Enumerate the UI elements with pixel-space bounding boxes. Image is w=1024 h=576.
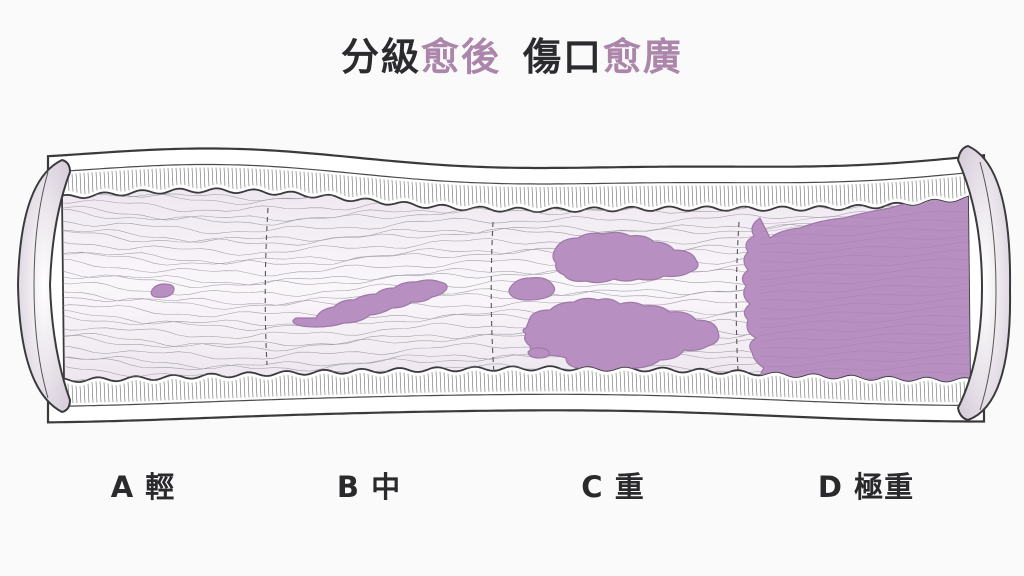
title-part-1: 分級: [340, 35, 421, 79]
stage-dividers: [264, 207, 740, 375]
stage-d-letter: D: [817, 470, 843, 504]
stage-label-a: A 輕: [111, 464, 176, 506]
lesion-stage-c-small: [508, 277, 556, 301]
lesion-stage-a: [150, 283, 175, 298]
stage-b-name: 中: [371, 470, 402, 504]
divider-a-b: [264, 207, 269, 366]
stage-a-name: 輕: [145, 470, 176, 504]
title-part-3: 傷口: [523, 35, 604, 79]
vessel-wall-layer-bottom: [57, 393, 971, 407]
stage-c-name: 重: [614, 470, 645, 504]
vessel-muscle-striations: [67, 167, 966, 404]
vessel-left-end: [16, 158, 72, 414]
stage-d-name: 極重: [854, 470, 915, 504]
title-part-4: 愈廣: [603, 35, 684, 79]
lesion-stage-b: [292, 279, 448, 328]
title-part-2: 愈後: [420, 35, 501, 79]
divider-c-d: [735, 221, 740, 371]
stage-a-letter: A: [110, 470, 135, 504]
lesion-stage-c-dot: [527, 347, 550, 359]
stage-label-d: D 極重: [818, 464, 914, 506]
vessel-wall-layer-top: [57, 163, 971, 185]
vessel-right-end: [956, 144, 1012, 422]
stage-c-letter: C: [581, 470, 604, 504]
lesion-stage-c-upper: [552, 231, 699, 284]
stage-b-letter: B: [336, 470, 360, 504]
page-title: 分級愈後傷口愈廣: [0, 26, 1024, 81]
stage-label-b: B 中: [337, 464, 401, 506]
stage-label-c: C 重: [581, 464, 644, 506]
